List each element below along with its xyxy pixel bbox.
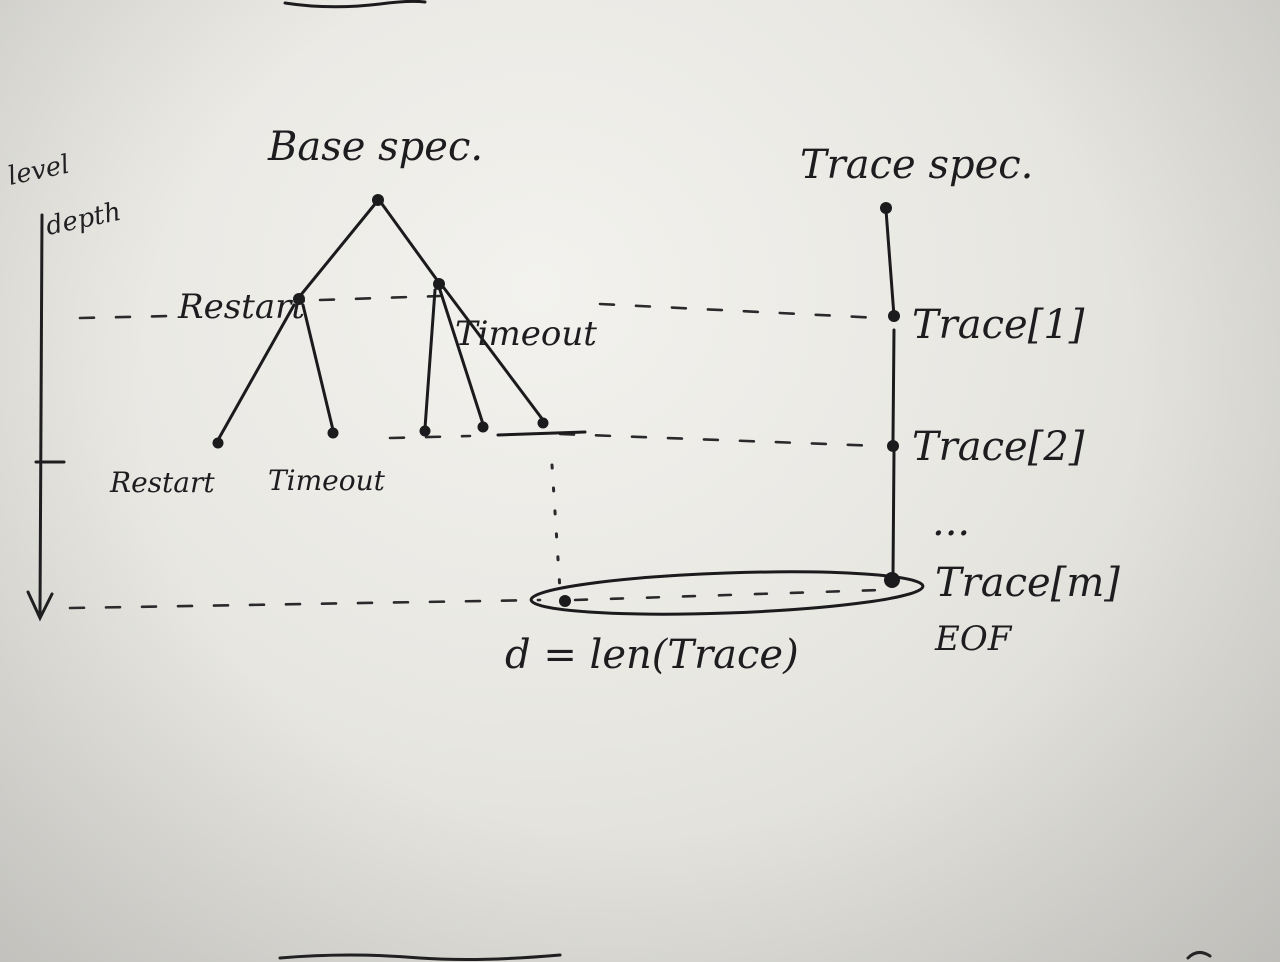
leaf-node-2 xyxy=(327,427,339,439)
tree-edge-root-left xyxy=(298,202,377,298)
leaf-node-3 xyxy=(419,425,431,437)
depth-formula: d = len(Trace) xyxy=(505,632,799,678)
root-node xyxy=(372,194,384,206)
tree-edge-root-right xyxy=(380,202,439,282)
trace-chain xyxy=(884,208,896,577)
trace-2-node xyxy=(887,440,899,452)
leaf-node-4 xyxy=(477,421,489,433)
bottom-right-scribble xyxy=(1186,951,1212,960)
base-spec-title: Base spec. xyxy=(267,124,483,170)
deep-node xyxy=(559,595,571,607)
axis-label-level: level xyxy=(5,150,72,192)
tree-edge-right-leaf2 xyxy=(438,288,485,426)
ellipse-inner-dashes xyxy=(573,588,882,602)
tree-edge-left-leaf1 xyxy=(216,303,296,442)
leaf-label-restart: Restart xyxy=(109,466,215,499)
depth-axis-arrowhead xyxy=(26,590,54,622)
dotted-descent-line xyxy=(550,463,562,592)
depth-ellipse xyxy=(529,570,925,616)
trace-spec-title: Trace spec. xyxy=(800,142,1033,188)
depth-axis xyxy=(38,213,44,617)
timeout-node xyxy=(433,278,445,290)
leaf-label-timeout: Timeout xyxy=(268,464,386,497)
trace-m-label: Trace[m] xyxy=(935,560,1120,606)
trace-1-node xyxy=(888,310,900,322)
eof-label: EOF xyxy=(934,619,1013,659)
trace-root-node xyxy=(880,202,892,214)
ellipsis-text: ... xyxy=(932,499,970,545)
tree-edge-left-leaf2 xyxy=(301,303,335,432)
leaf-underline xyxy=(496,430,587,437)
leaf-node-5 xyxy=(537,417,549,429)
level-m-dashed-line xyxy=(68,598,542,610)
trace-1-label: Trace[1] xyxy=(912,302,1085,348)
level-2-dashed-line xyxy=(388,432,882,448)
leaf-node-1 xyxy=(212,437,224,449)
trace-m-node xyxy=(884,572,900,588)
timeout-branch-label: Timeout xyxy=(455,314,597,354)
restart-node xyxy=(293,293,305,305)
trace-2-label: Trace[2] xyxy=(912,424,1085,470)
tree-edge-right-leaf1 xyxy=(423,288,437,430)
tree-edge-right-leaf3 xyxy=(442,286,545,422)
top-scribble xyxy=(283,0,427,9)
axis-label-depth: depth xyxy=(43,197,123,242)
restart-branch-label: Restart xyxy=(177,287,305,327)
bottom-scribble xyxy=(278,953,562,961)
level-1-dashed-line xyxy=(78,294,882,320)
